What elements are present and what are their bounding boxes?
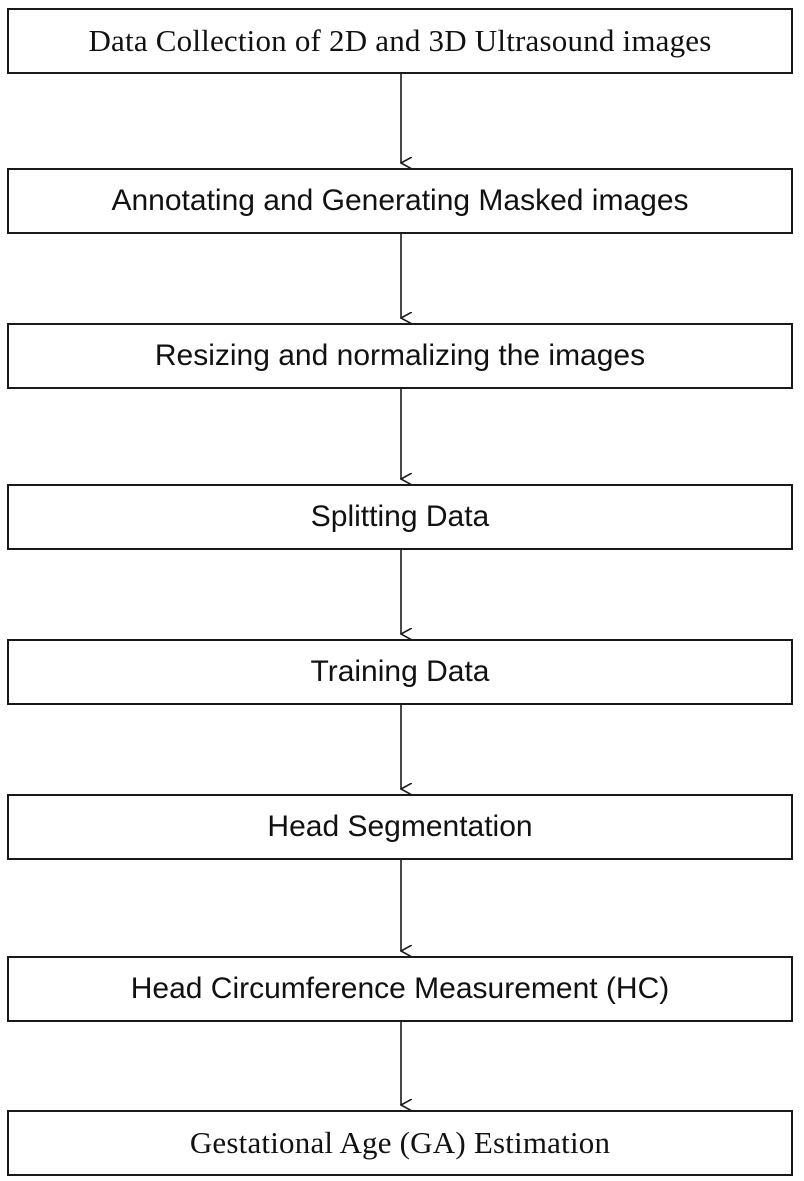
step-label: Head Segmentation bbox=[267, 810, 533, 843]
step-resizing: Resizing and normalizing the images bbox=[7, 323, 793, 389]
step-ga-estimation: Gestational Age (GA) Estimation bbox=[7, 1110, 793, 1176]
step-label: Gestational Age (GA) Estimation bbox=[189, 1125, 611, 1160]
step-splitting-data: Splitting Data bbox=[7, 484, 793, 550]
step-label: Training Data bbox=[310, 655, 490, 688]
step-head-segmentation: Head Segmentation bbox=[7, 794, 793, 860]
step-annotating: Annotating and Generating Masked images bbox=[7, 168, 793, 234]
step-label: Annotating and Generating Masked images bbox=[111, 184, 689, 217]
step-hc-measurement: Head Circumference Measurement (HC) bbox=[7, 956, 793, 1022]
step-label: Head Circumference Measurement (HC) bbox=[130, 972, 670, 1005]
step-label: Splitting Data bbox=[310, 500, 490, 533]
step-training-data: Training Data bbox=[7, 639, 793, 705]
step-label: Data Collection of 2D and 3D Ultrasound … bbox=[88, 23, 712, 58]
step-data-collection: Data Collection of 2D and 3D Ultrasound … bbox=[7, 8, 793, 74]
step-label: Resizing and normalizing the images bbox=[154, 339, 646, 372]
